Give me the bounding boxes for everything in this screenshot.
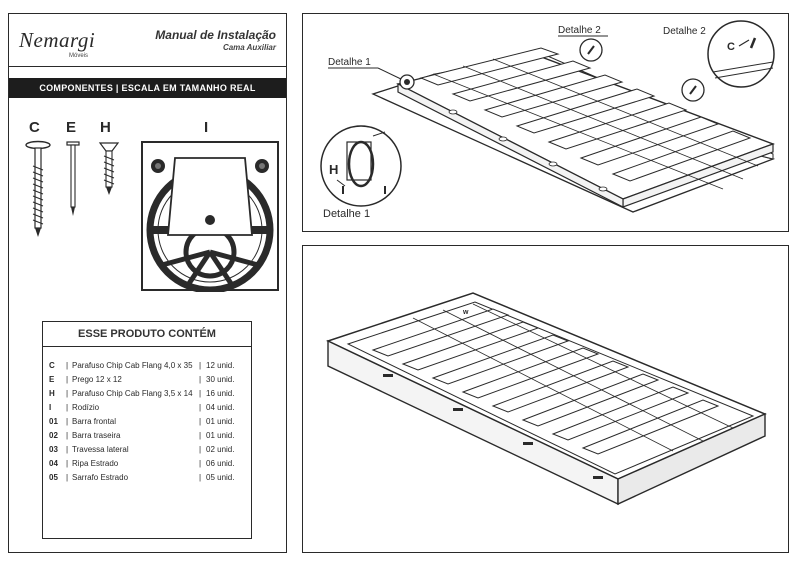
item-code: 05 — [49, 473, 58, 482]
brand-name: Nemargi — [19, 28, 96, 52]
detail-2-label: Detalhe 2 — [558, 25, 601, 36]
part-letter-e: E — [66, 119, 77, 136]
brand-logo: Nemargi Móveis — [19, 28, 119, 59]
item-name: Barra traseira — [72, 431, 121, 440]
item-code: I — [49, 403, 52, 412]
brand-subtitle: Móveis — [69, 53, 89, 59]
item-qty: 04 unid. — [206, 403, 235, 412]
item-name: Barra frontal — [72, 417, 117, 426]
item-qty: 02 unid. — [206, 445, 235, 454]
detail-1-label: Detalhe 1 — [328, 57, 371, 68]
item-name: Parafuso Chip Cab Flang 3,5 x 14 — [72, 389, 193, 398]
item-code: 01 — [49, 417, 58, 426]
item-name: Rodízio — [72, 403, 100, 412]
item-qty: 01 unid. — [206, 417, 235, 426]
contents-divider — [43, 346, 251, 347]
detail-2-marker: C — [727, 41, 735, 53]
item-code: 02 — [49, 431, 58, 440]
item-code: 03 — [49, 445, 58, 454]
item-name: Prego 12 x 12 — [72, 375, 122, 384]
item-qty: 06 unid. — [206, 459, 235, 468]
detail-1-h-marker: H — [329, 162, 338, 177]
part-letter-c: C — [29, 119, 40, 136]
item-code: 04 — [49, 459, 58, 468]
part-letter-i: I — [204, 119, 209, 136]
assembled-bed-frame-diagram: w — [325, 292, 767, 506]
screw-c-icon — [25, 140, 51, 237]
detail-1-caption: Detalhe 1 — [323, 208, 370, 220]
item-code: H — [49, 389, 55, 398]
item-qty: 30 unid. — [206, 375, 235, 384]
item-qty: 12 unid. — [206, 361, 235, 370]
assembly-step-panel: Detalhe 2 Detalhe 2 C Detalhe 1 H Detalh… — [302, 13, 789, 232]
screw-h-icon — [98, 142, 120, 195]
product-contents-box: ESSE PRODUTO CONTÉM C| Parafuso Chip Cab… — [42, 321, 252, 539]
caster-wheel-icon — [141, 141, 279, 292]
item-qty: 05 unid. — [206, 473, 235, 482]
components-panel: Nemargi Móveis Manual de Instalação Cama… — [8, 13, 287, 553]
item-name: Sarrafo Estrado — [72, 473, 129, 482]
manual-title-block: Manual de Instalação Cama Auxiliar — [155, 28, 276, 52]
item-code: C — [49, 361, 55, 370]
nail-e-icon — [66, 141, 80, 216]
item-name: Travessa lateral — [72, 445, 129, 454]
bed-frame-exploded-diagram: Detalhe 2 Detalhe 2 C Detalhe 1 H Detalh… — [320, 20, 776, 220]
item-name: Parafuso Chip Cab Flang 4,0 x 35 — [72, 361, 193, 370]
item-code: E — [49, 375, 55, 384]
item-name: Ripa Estrado — [72, 459, 119, 468]
manual-subtitle: Cama Auxiliar — [222, 43, 276, 52]
item-qty: 01 unid. — [206, 431, 235, 440]
header-divider — [9, 66, 286, 67]
contents-title: ESSE PRODUTO CONTÉM — [78, 328, 216, 340]
assembled-bed-panel: w — [302, 245, 789, 553]
item-qty: 16 unid. — [206, 389, 235, 398]
svg-text:w: w — [462, 309, 469, 316]
part-letter-h: H — [100, 119, 111, 136]
manual-title: Manual de Instalação — [155, 28, 276, 42]
components-bar: COMPONENTES | ESCALA EM TAMANHO REAL — [9, 78, 286, 98]
detail-2-caption: Detalhe 2 — [663, 26, 706, 37]
